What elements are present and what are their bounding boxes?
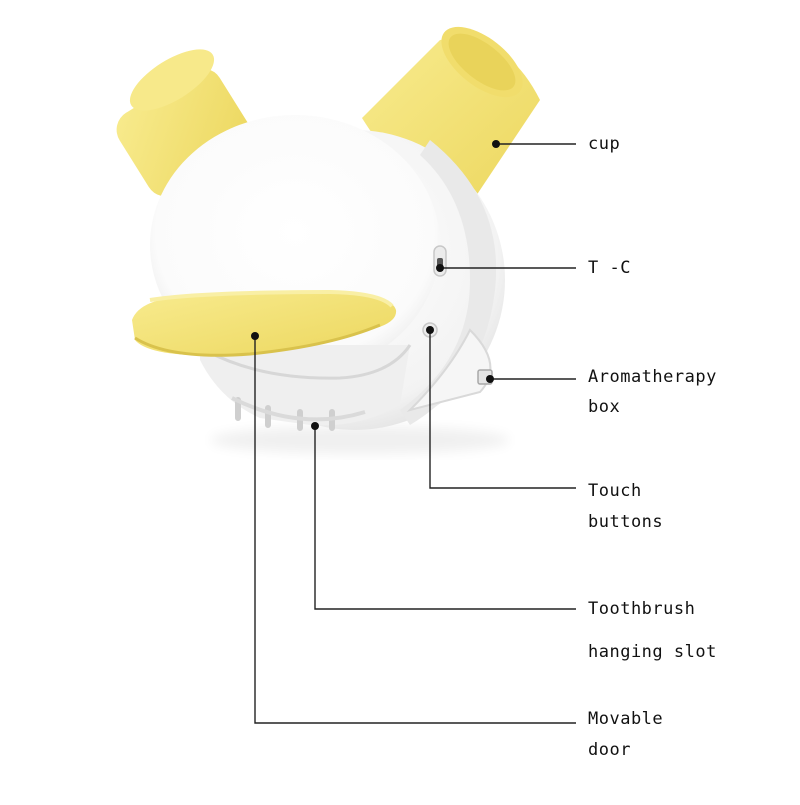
label-door-line1: Movable — [588, 709, 664, 729]
label-cup: cup — [588, 134, 621, 154]
door-dot — [251, 332, 259, 340]
label-aromatherapy-line1: Aromatherapy — [588, 367, 717, 387]
label-touch-line2: buttons — [588, 512, 664, 532]
label-aromatherapy-line2: box — [588, 397, 621, 417]
touch-dot — [426, 326, 434, 334]
toothbrush-dot — [311, 422, 319, 430]
toothbrush-leader-line — [314, 426, 576, 610]
label-touch-line1: Touch — [588, 481, 642, 501]
movable-door-part — [132, 289, 397, 357]
label-door-line2: door — [588, 740, 631, 760]
lower-bowl — [200, 344, 412, 431]
cup-dot — [492, 140, 500, 148]
label-toothbrush-line1: Toothbrush — [588, 599, 696, 619]
tc-dot — [436, 264, 444, 272]
label-toothbrush-line2: hanging slot — [588, 642, 717, 662]
touch-leader-line — [429, 330, 576, 489]
callout-lines — [254, 143, 576, 724]
drop-shadow — [210, 426, 510, 454]
callout-dots — [251, 140, 500, 430]
door-leader-line — [254, 336, 576, 724]
label-tc: T -C — [588, 258, 631, 278]
aromatherapy-dot — [486, 375, 494, 383]
